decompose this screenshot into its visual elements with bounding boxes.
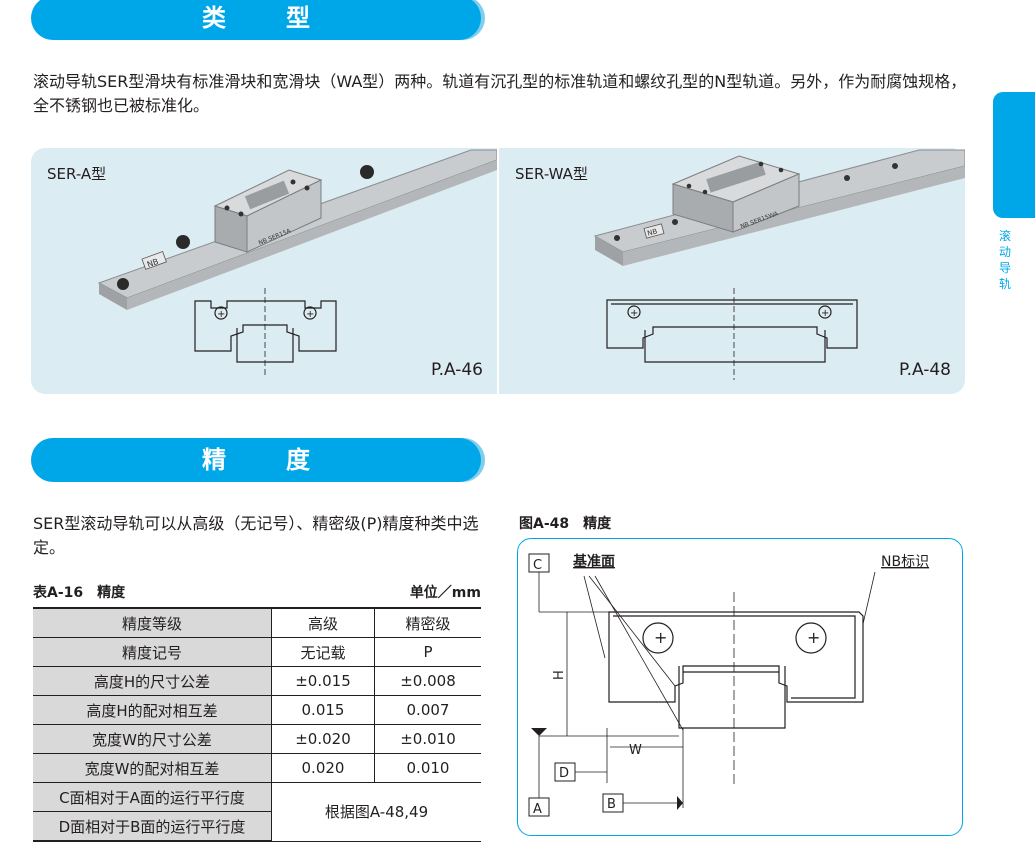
precision-table: 精度等级 高级 精密级 精度记号 无记载 P 高度H的尺寸公差 ±0.015 ±… <box>33 607 481 842</box>
label-a: A <box>533 802 542 817</box>
rail-nb-mark: NB <box>146 257 160 269</box>
figure-caption: 图A-48 精度 <box>519 516 612 532</box>
table-caption: 表A-16 精度 单位／mm <box>33 582 481 602</box>
table-row: 精度记号 无记载 P <box>33 637 481 667</box>
table-row: 宽度W的配对相互差 0.020 0.010 <box>33 753 481 783</box>
page-reference[interactable]: P.A-48 <box>898 360 951 380</box>
svg-text:+: + <box>807 628 820 647</box>
label-datum-plane: 基准面 <box>573 553 615 570</box>
label-nb-mark: NB标识 <box>881 554 929 570</box>
type-label: SER-A型 <box>47 165 107 183</box>
row-label: D面相对于B面的运行平行度 <box>33 811 272 842</box>
type-panel-ser-wa: SER-WA型 NB NB SER15WA + + P.A-48 <box>499 148 965 394</box>
cell-high: 0.015 <box>271 695 375 725</box>
type-panel-ser-a: SER-A型 NB NB SER15A + + P.A-46 <box>31 148 497 394</box>
label-d: D <box>559 766 569 781</box>
cell-high: 无记载 <box>271 637 375 667</box>
svg-text:+: + <box>821 308 829 319</box>
svg-text:+: + <box>306 309 314 320</box>
rail-nb-mark: NB <box>646 227 658 237</box>
cell-precision: 0.010 <box>374 753 481 783</box>
cell-high: 0.020 <box>271 753 375 783</box>
type-label: SER-WA型 <box>515 165 588 183</box>
ser-wa-product-illustration: NB NB SER15WA + + <box>593 149 965 380</box>
table-row: 宽度W的尺寸公差 ±0.020 ±0.010 <box>33 724 481 754</box>
svg-text:+: + <box>654 628 667 647</box>
label-h: H <box>552 670 567 680</box>
page-reference[interactable]: P.A-46 <box>430 360 483 380</box>
cell-high: 高级 <box>271 607 375 638</box>
table-row: 精度等级 高级 精密级 <box>33 607 481 638</box>
cell-precision: P <box>374 637 481 667</box>
precision-paragraph: SER型滚动导轨可以从高级（无记号）、精密级(P)精度种类中选定。 <box>33 514 479 557</box>
side-chapter-tab[interactable] <box>993 92 1035 218</box>
row-label: 精度等级 <box>33 607 272 638</box>
intro-paragraph: 滚动导轨SER型滑块有标准滑块和宽滑块（WA型）两种。轨道有沉孔型的标准轨道和螺… <box>33 72 967 115</box>
svg-text:+: + <box>217 309 225 320</box>
row-label: 精度记号 <box>33 637 272 667</box>
merged-cell: 根据图A-48,49 <box>271 782 481 842</box>
row-label: 宽度W的配对相互差 <box>33 753 272 783</box>
cell-precision: ±0.008 <box>374 666 481 696</box>
label-b: B <box>607 797 616 812</box>
row-label: 宽度W的尺寸公差 <box>33 724 272 754</box>
row-label: 高度H的配对相互差 <box>33 695 272 725</box>
table-row: D面相对于B面的运行平行度 <box>33 811 481 842</box>
cell-precision: 0.007 <box>374 695 481 725</box>
precision-diagram: C 基准面 NB标识 H W D A B + + <box>528 553 929 817</box>
table-title: 表A-16 精度 <box>33 585 126 601</box>
label-c: C <box>533 558 542 573</box>
svg-text:+: + <box>630 308 638 319</box>
table-row: 高度H的配对相互差 0.015 0.007 <box>33 695 481 725</box>
cell-precision: 精密级 <box>374 607 481 638</box>
section-header-types: 类 型 <box>31 0 481 40</box>
ser-a-product-illustration: NB NB SER15A + + <box>97 149 497 378</box>
section-header-precision: 精 度 <box>31 438 481 482</box>
row-label: C面相对于A面的运行平行度 <box>33 782 272 812</box>
section-title-types: 类 型 <box>202 4 328 32</box>
cell-precision: ±0.010 <box>374 724 481 754</box>
table-unit: 单位／mm <box>409 585 481 601</box>
table-row: C面相对于A面的运行平行度 根据图A-48,49 <box>33 782 481 842</box>
row-label: 高度H的尺寸公差 <box>33 666 272 696</box>
section-title-precision: 精 度 <box>202 446 328 474</box>
precision-figure: C 基准面 NB标识 H W D A B + + <box>517 538 963 836</box>
cell-high: ±0.020 <box>271 724 375 754</box>
cell-high: ±0.015 <box>271 666 375 696</box>
label-w: W <box>629 743 642 758</box>
table-row: 高度H的尺寸公差 ±0.015 ±0.008 <box>33 666 481 696</box>
side-chapter-label: 滚动导轨 <box>998 229 1011 291</box>
